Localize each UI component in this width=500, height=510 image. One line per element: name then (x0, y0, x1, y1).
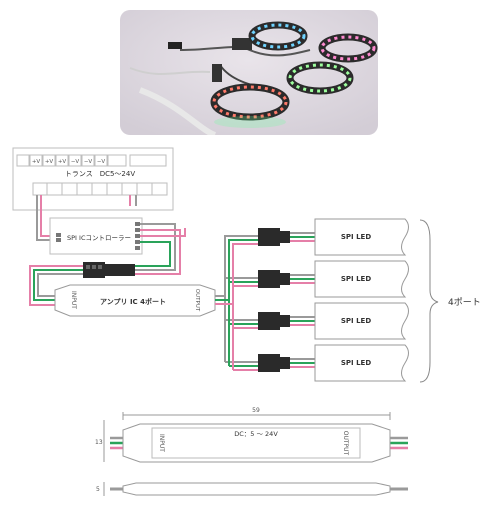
amplifier-output-label: OUTPUT (194, 289, 200, 312)
power-supply: +V +V +V −V −V −V トランス DC5～24V (12, 147, 174, 211)
power-terminal-label: +V (58, 159, 67, 165)
product-photo (120, 10, 378, 135)
led-output-channel: SPI LED (258, 344, 409, 382)
port-count-label: 4ポート (448, 297, 481, 308)
amplifier-label: アンプリ IC 4ポート (100, 297, 166, 306)
power-terminal-label: −V (97, 159, 106, 165)
dimension-output-label: OUTPUT (342, 431, 349, 456)
spi-controller: SPI ICコントローラー (49, 217, 143, 255)
power-terminal: −V (81, 154, 95, 167)
power-terminal-label: −V (84, 159, 93, 165)
dimension-drawing: 59 13 INPUT DC：5 ～ 24V OUTPUT 5 (95, 407, 408, 496)
power-terminal-label: +V (45, 159, 54, 165)
power-terminal-label: +V (32, 159, 41, 165)
power-terminal-label: −V (71, 159, 80, 165)
led-output-channel: SPI LED (258, 218, 409, 256)
power-terminal (107, 154, 127, 167)
dimension-height: 13 (95, 439, 103, 446)
led-output-label: SPI LED (341, 359, 371, 367)
power-terminal (16, 154, 30, 167)
led-output-label: SPI LED (341, 317, 371, 325)
input-connector (83, 262, 135, 278)
power-terminal: −V (94, 154, 108, 167)
amplifier-input-label: INPUT (70, 291, 77, 309)
dimension-thickness: 5 (96, 486, 100, 493)
amplifier: INPUT アンプリ IC 4ポート OUTPUT (54, 284, 216, 317)
power-terminal (129, 154, 167, 167)
led-output-label: SPI LED (341, 233, 371, 241)
dimension-input-label: INPUT (158, 434, 165, 452)
dimension-length: 59 (252, 407, 260, 414)
led-output-channel: SPI LED (258, 260, 409, 298)
led-output-label: SPI LED (341, 275, 371, 283)
power-terminal: +V (55, 154, 69, 167)
dimension-spec-label: DC：5 ～ 24V (234, 430, 278, 438)
power-supply-label: トランス DC5～24V (65, 170, 135, 178)
power-terminal: +V (42, 154, 56, 167)
power-terminal: −V (68, 154, 82, 167)
led-output-channel: SPI LED (258, 302, 409, 340)
spi-controller-label: SPI ICコントローラー (67, 234, 131, 242)
power-terminal: +V (29, 154, 43, 167)
